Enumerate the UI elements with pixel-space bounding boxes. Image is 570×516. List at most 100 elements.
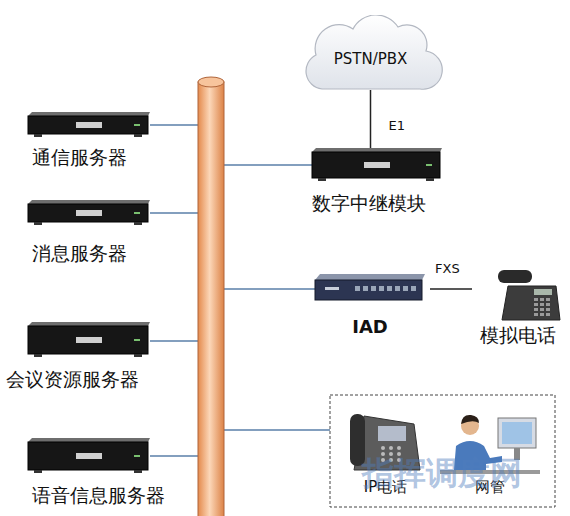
device-port — [395, 286, 400, 291]
phone-key — [546, 303, 550, 306]
device-led — [134, 455, 140, 457]
iad-node: IAD — [310, 274, 430, 338]
device-foot — [134, 134, 142, 137]
node-label: 语音信息服务器 — [20, 484, 180, 507]
device-front — [28, 116, 148, 134]
ipphone-key — [389, 446, 393, 450]
device-foot — [134, 470, 142, 473]
node-label: IAD — [310, 316, 430, 338]
phone-key — [534, 303, 538, 306]
device-port — [403, 286, 408, 291]
device-top — [315, 274, 425, 280]
node-label: PSTN/PBX — [298, 15, 443, 90]
connector-line — [370, 90, 372, 148]
device-led — [426, 164, 432, 166]
device-plate — [76, 453, 102, 459]
bus-link — [224, 288, 315, 290]
edge-label: FXS — [435, 261, 460, 276]
device-port — [355, 286, 360, 291]
server-node: 消息服务器 — [20, 200, 180, 265]
device-led — [325, 287, 339, 290]
device-front — [312, 152, 440, 178]
device-foot — [34, 470, 42, 473]
connector-line — [430, 288, 472, 290]
node-label: 模拟电话 — [472, 324, 564, 347]
device-top — [28, 200, 150, 204]
node-label: 会议资源服务器 — [2, 368, 182, 391]
device-foot — [34, 222, 42, 225]
device-foot — [134, 354, 142, 357]
phone-key — [546, 298, 550, 301]
pipe-body — [198, 82, 224, 516]
device-foot — [34, 134, 42, 137]
device-led — [134, 212, 140, 214]
phone-key — [534, 298, 538, 301]
device-port — [371, 286, 376, 291]
phone-node: 模拟电话 — [472, 262, 564, 347]
device-port — [363, 286, 368, 291]
device-top — [28, 112, 150, 116]
monitor — [498, 418, 536, 448]
phone-key — [540, 298, 544, 301]
device-foot — [34, 354, 42, 357]
device-plate — [364, 162, 390, 168]
phone-base — [502, 286, 560, 320]
bus-link — [150, 212, 199, 214]
server-graphic — [20, 112, 180, 138]
device-front — [28, 442, 148, 470]
bus-link — [150, 340, 199, 342]
server-node: 语音信息服务器 — [20, 438, 180, 507]
device-port — [387, 286, 392, 291]
edge-label: E1 — [389, 118, 406, 133]
device-plate — [76, 122, 102, 128]
device-top — [28, 438, 150, 442]
ipphone-key — [397, 446, 401, 450]
cloud-node: PSTN/PBX — [298, 15, 443, 90]
device-port — [379, 286, 384, 291]
ipphone-key — [381, 446, 385, 450]
phone-key — [546, 308, 550, 311]
device-port — [411, 286, 416, 291]
bus-link — [224, 164, 312, 166]
server-graphic — [2, 322, 182, 358]
device-top — [28, 322, 150, 326]
device-plate — [76, 337, 102, 343]
node-label: 通信服务器 — [20, 146, 180, 169]
device-foot — [134, 222, 142, 225]
device-front — [315, 280, 422, 300]
phone-key — [540, 308, 544, 311]
phone-key — [540, 313, 544, 316]
server-node: 会议资源服务器 — [2, 322, 182, 391]
person-hair — [461, 415, 479, 424]
bus-link — [150, 455, 199, 457]
device-led — [134, 339, 140, 341]
server-node: 数字中继模块 — [302, 148, 452, 215]
phone-key — [540, 303, 544, 306]
dashed-group-box — [330, 395, 555, 507]
phone-handset — [498, 270, 532, 283]
device-top — [312, 148, 442, 152]
phone-display — [534, 289, 552, 295]
network-bus-pipe — [198, 77, 224, 516]
device-front — [28, 326, 148, 354]
device-front — [28, 204, 148, 222]
server-graphic — [20, 438, 180, 474]
device-foot — [318, 178, 326, 181]
watermark: 指挥调度网 — [362, 452, 522, 496]
phone-key — [534, 308, 538, 311]
bus-link — [224, 429, 330, 431]
device-foot — [426, 178, 434, 181]
device-plate — [76, 210, 102, 216]
server-graphic — [302, 148, 452, 182]
node-label: 消息服务器 — [20, 242, 180, 265]
phone-key — [534, 313, 538, 316]
server-node: 通信服务器 — [20, 112, 180, 169]
server-graphic — [20, 200, 180, 226]
ipphone-screen — [378, 426, 406, 441]
bus-links — [150, 125, 330, 456]
pipe-top — [198, 77, 224, 87]
phone-key — [546, 313, 550, 316]
bus-link — [150, 124, 199, 126]
device-led — [134, 124, 140, 126]
